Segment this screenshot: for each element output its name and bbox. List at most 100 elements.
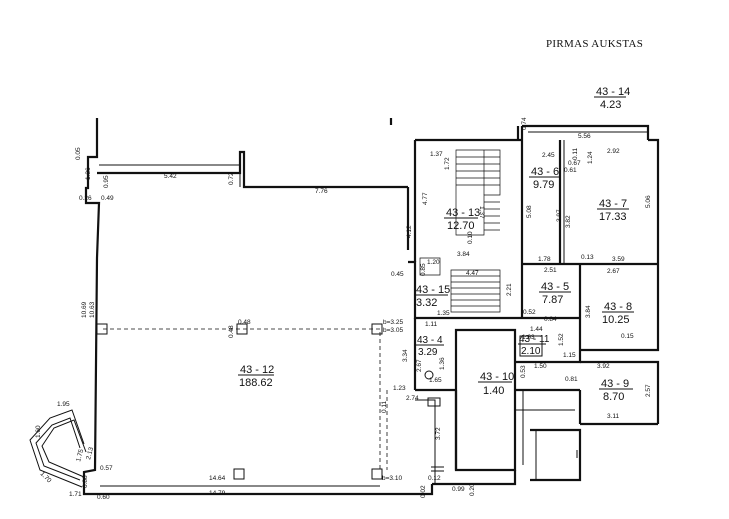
dimension-label: 1.24 [587, 151, 594, 164]
dimension-label: 3.84 [457, 251, 470, 258]
dimension-label: 0.81 [565, 376, 578, 383]
dimension-label: 0.95 [103, 175, 110, 188]
column-marker [371, 323, 383, 335]
room-area: 12.70 [447, 220, 475, 232]
dimension-label: 1.36 [439, 357, 446, 370]
dimension-label: 5.06 [645, 195, 652, 208]
dimension-label: 5.08 [526, 205, 533, 218]
dimension-label: 1.15 [563, 352, 576, 359]
dimension-label: 1.63 [522, 334, 535, 341]
dimension-label: 0.10 [467, 231, 474, 244]
dimension-label: 5.42 [164, 173, 177, 180]
room-labels: 43 - 14 4.23 43 - 6 9.79 43 - 7 17.33 43… [238, 86, 634, 403]
dimension-labels: 0.05 1.36 0.26 0.49 0.95 5.42 0.72 7.76 … [35, 117, 652, 501]
dimension-label: 1.23 [393, 385, 406, 392]
dimension-label: 1.11 [425, 321, 438, 328]
room-area: 9.79 [533, 179, 554, 191]
right-block-walls [408, 124, 660, 486]
dimension-label: 0.12 [428, 475, 441, 482]
dimension-label: 1.36 [85, 167, 92, 180]
dimension-label: 7.76 [315, 188, 328, 195]
stair-15 [419, 257, 501, 313]
dimension-label: 2.57 [645, 384, 652, 397]
dimension-label: 10.69 [81, 301, 88, 318]
dimension-label: 1.52 [558, 333, 565, 346]
dimension-label: 14.64 [209, 475, 226, 482]
dimension-label: 1.20 [427, 259, 440, 266]
room-area: 17.33 [599, 211, 627, 223]
dimension-label: 0.11 [381, 400, 388, 413]
dimension-label: 4.12 [406, 225, 413, 238]
column-marker [236, 323, 248, 335]
dimension-label: 1.72 [444, 157, 451, 170]
room-id: 43 - 6 [531, 166, 559, 178]
hall-dashed-lines [103, 328, 388, 472]
fixtures [424, 335, 543, 407]
plan-title: PIRMAS AUKSTAS [546, 38, 643, 50]
dimension-label: 1.44 [530, 326, 543, 333]
hall-columns [96, 323, 383, 480]
dimension-label: 14.79 [209, 490, 226, 497]
dimension-label: 2.92 [607, 148, 620, 155]
dimension-label: b=3.10 [382, 475, 402, 482]
dimension-label: 1.65 [429, 377, 442, 384]
dimension-label: 2.67 [607, 268, 620, 275]
dimension-label: 1.71 [69, 491, 82, 498]
sink-fixture [424, 370, 434, 380]
dimension-label: 2.51 [544, 267, 557, 274]
dimension-label: 0.48 [238, 319, 251, 326]
dimension-label: 1.78 [538, 256, 551, 263]
dimension-label: 1.60 [35, 425, 42, 438]
dimension-label: 2.74 [406, 395, 419, 402]
dimension-label: 3.92 [597, 363, 610, 370]
room-area: 1.40 [483, 385, 504, 397]
dimension-label: 0.52 [523, 309, 536, 316]
dimension-label: 0.45 [391, 271, 404, 278]
room-id: 43 - 7 [599, 198, 627, 210]
room-id: 43 - 9 [601, 378, 629, 390]
dimension-label: 10.63 [89, 301, 96, 318]
dimension-label: 0.67 [568, 160, 581, 167]
room-id: 43 - 12 [240, 364, 274, 376]
dimension-label: 0.02 [420, 485, 427, 498]
dimension-label: 0.20 [469, 483, 476, 496]
dimension-label: 0.48 [228, 325, 235, 338]
room-area: 3.32 [416, 297, 437, 309]
dimension-label: 0.61 [564, 167, 577, 174]
dimension-label: b=3.05 [383, 327, 403, 334]
dimension-label: 3.34 [402, 349, 409, 362]
dimension-label: 0.72 [228, 172, 235, 185]
column-marker [371, 468, 383, 480]
room-id: 43 - 14 [596, 86, 630, 98]
dimension-label: 3.84 [585, 305, 592, 318]
dimension-label: 0.53 [520, 365, 527, 378]
bay-window [29, 409, 87, 488]
dimension-label: 0.57 [100, 465, 113, 472]
dimension-label: 5.56 [578, 133, 591, 140]
hall-walls [82, 118, 434, 496]
column-marker [233, 468, 245, 480]
dimension-label: 3.82 [565, 215, 572, 228]
dimension-label: 2.13 [85, 446, 95, 460]
fixture-box [427, 397, 441, 407]
dimension-label: 2.21 [506, 283, 513, 296]
room-area: 10.25 [602, 314, 630, 326]
door-marks [431, 450, 578, 472]
stair-13 [455, 149, 501, 236]
dimension-label: 0.49 [101, 195, 114, 202]
dimension-label: 1.70 [39, 470, 53, 484]
dimension-label: 3.97 [556, 209, 563, 222]
dimension-label: 0.88 [82, 475, 89, 488]
dimension-label: 0.60 [97, 494, 110, 501]
dimension-label: 1.37 [430, 151, 443, 158]
room-area: 188.62 [239, 377, 273, 389]
room-id: 43 - 4 [417, 335, 443, 346]
dimension-label: 0.15 [621, 333, 634, 340]
dimension-label: b=3.25 [383, 319, 403, 326]
room-id: 43 - 10 [480, 371, 514, 383]
dimension-label: 1.95 [57, 401, 70, 408]
dimension-label: 2.67 [416, 359, 423, 372]
shaft-box [519, 335, 543, 357]
room-area: 2.10 [521, 346, 541, 357]
